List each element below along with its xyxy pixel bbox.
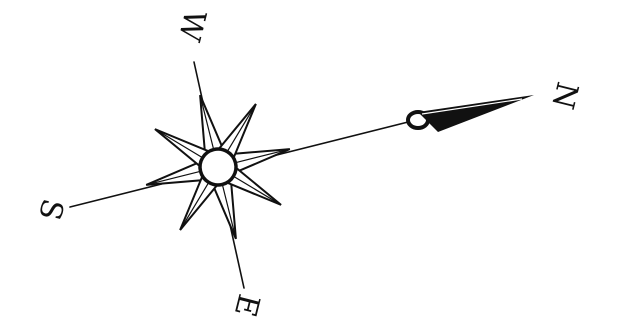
east-label: E xyxy=(227,291,266,321)
south-label: S xyxy=(31,195,70,223)
north-label: N xyxy=(544,78,584,112)
compass-rose-icon xyxy=(128,77,307,256)
west-label: W xyxy=(171,6,212,45)
north-needle-icon xyxy=(408,95,534,132)
